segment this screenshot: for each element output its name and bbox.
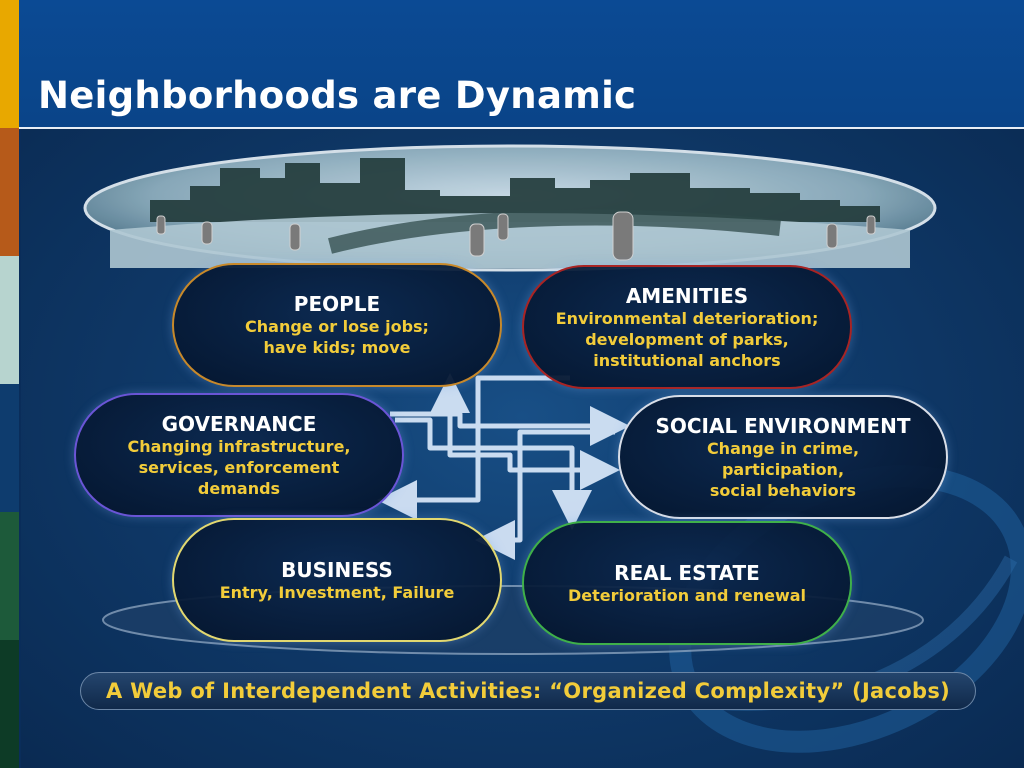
node-governance-title: GOVERNANCE <box>161 411 317 436</box>
city-skyline-illustration <box>83 144 937 272</box>
node-business: BUSINESS Entry, Investment, Failure <box>172 518 502 642</box>
caption-bar: A Web of Interdependent Activities: “Org… <box>80 672 976 710</box>
node-real-estate: REAL ESTATE Deterioration and renewal <box>522 521 852 645</box>
side-stripe-darkgreen <box>0 640 19 768</box>
side-stripe-yellow <box>0 0 19 128</box>
side-stripe-orange <box>0 128 19 256</box>
node-social-environment-title: SOCIAL ENVIRONMENT <box>655 413 911 438</box>
node-people-title: PEOPLE <box>293 292 381 316</box>
side-stripe-mint <box>0 256 19 384</box>
node-governance-desc: Changing infrastructure, services, enfor… <box>127 436 351 498</box>
header-divider <box>19 127 1024 129</box>
caption-text: A Web of Interdependent Activities: “Org… <box>105 679 951 703</box>
node-real-estate-desc: Deterioration and renewal <box>567 585 807 605</box>
node-amenities-desc: Environmental deterioration; development… <box>555 308 819 370</box>
node-people-desc: Change or lose jobs; have kids; move <box>245 317 429 357</box>
slide-title: Neighborhoods are Dynamic <box>38 74 637 117</box>
node-business-title: BUSINESS <box>281 557 393 582</box>
node-people: PEOPLE Change or lose jobs; have kids; m… <box>172 263 502 387</box>
side-stripe-green <box>0 512 19 640</box>
node-amenities: AMENITIES Environmental deterioration; d… <box>522 265 852 389</box>
node-social-environment-desc: Change in crime, participation, social b… <box>706 438 860 500</box>
slide-header <box>19 0 1024 127</box>
node-real-estate-title: REAL ESTATE <box>614 560 760 585</box>
node-social-environment: SOCIAL ENVIRONMENT Change in crime, part… <box>618 395 948 519</box>
side-stripe-navy <box>0 384 19 512</box>
node-business-desc: Entry, Investment, Failure <box>219 582 455 602</box>
node-governance: GOVERNANCE Changing infrastructure, serv… <box>74 393 404 517</box>
node-amenities-title: AMENITIES <box>625 283 749 308</box>
